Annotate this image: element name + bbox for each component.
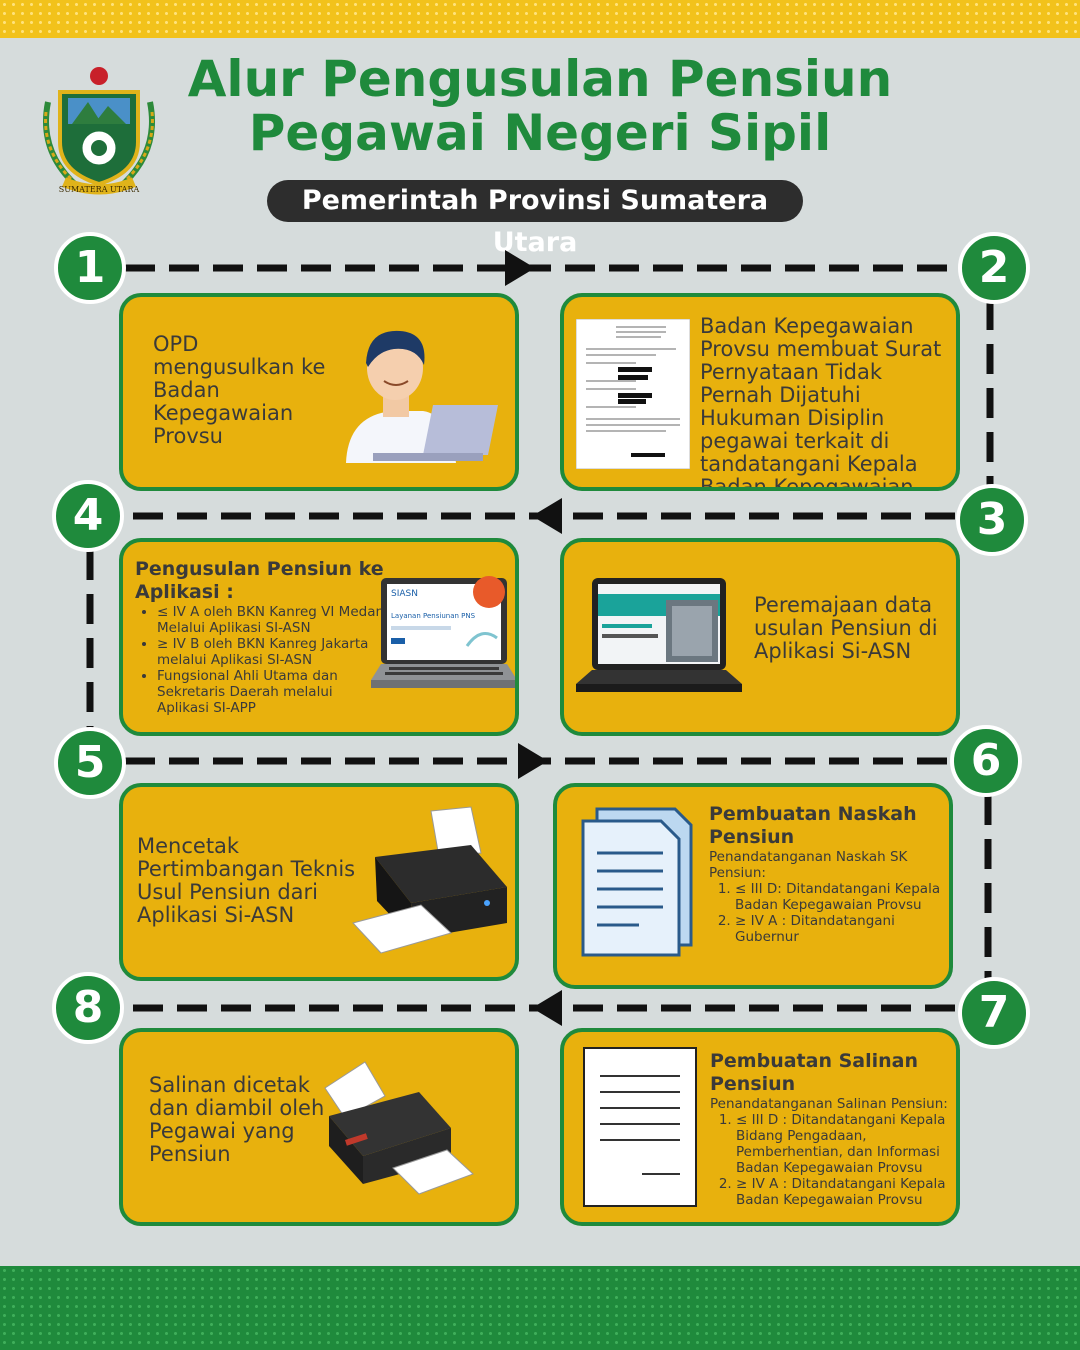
step-6-item-2: ≥ IV A : Ditandatangani Gubernur: [735, 913, 945, 945]
step-8-text: Salinan dicetak dan diambil oleh Pegawai…: [149, 1073, 325, 1166]
screen-title-text: Layanan Pensiunan PNS: [391, 612, 476, 620]
screen-logo-text: SIASN: [391, 589, 418, 599]
step-number-1: 1: [54, 232, 126, 304]
step-2-card: Badan Kepegawaian Provsu membuat Surat P…: [560, 293, 960, 491]
step-7-content: Pembuatan Salinan Pensiun Penandatangana…: [710, 1050, 956, 1208]
step-7-list: ≤ III D : Ditandatangani Kepala Bidang P…: [736, 1112, 956, 1208]
step-6-card: Pembuatan Naskah Pensiun Penandatanganan…: [553, 783, 953, 989]
printer-icon: [324, 1061, 474, 1195]
step-8-card: Salinan dicetak dan diambil oleh Pegawai…: [119, 1028, 519, 1226]
arrow-left-2: [532, 498, 562, 534]
arrow-right-1: [505, 250, 535, 286]
letter-document-icon: [576, 319, 690, 469]
logo-text: SUMATERA UTARA: [59, 185, 140, 194]
step-number-5: 5: [54, 727, 126, 799]
person-laptop-icon: [346, 330, 498, 463]
step-number-7: 7: [958, 977, 1030, 1049]
arrow-right-3: [518, 743, 548, 779]
step-7-heading: Pembuatan Salinan Pensiun: [710, 1050, 919, 1095]
step-3-text: Peremajaan data usulan Pensiun di Aplika…: [754, 593, 938, 663]
laptop-website-icon: [576, 578, 742, 692]
step-6-content: Pembuatan Naskah Pensiun Penandatanganan…: [709, 803, 945, 945]
step-7-item-2: ≥ IV A : Ditandatangani Kepala Badan Kep…: [736, 1176, 956, 1208]
step-6-list: ≤ III D: Ditandatangani Kepala Badan Kep…: [735, 881, 945, 945]
title-line-1: Alur Pengusulan Pensiun: [187, 50, 893, 108]
step-4-content: Pengusulan Pensiun ke Aplikasi : ≤ IV A …: [135, 558, 385, 716]
printer-icon: [352, 806, 507, 954]
bottom-decorative-band: [0, 1266, 1080, 1350]
sumatera-utara-emblem-logo: SUMATERA UTARA: [43, 67, 155, 195]
step-4-heading: Pengusulan Pensiun ke Aplikasi :: [135, 558, 384, 603]
step-7-intro: Penandatanganan Salinan Pensiun:: [710, 1096, 948, 1112]
step-4-bullet-2: ≥ IV B oleh BKN Kanreg Jakarta melalui A…: [157, 636, 385, 668]
step-4-bullet-1: ≤ IV A oleh BKN Kanreg VI Medan Melalui …: [157, 604, 385, 636]
paper-document-icon: [583, 1047, 697, 1207]
step-4-bullet-list: ≤ IV A oleh BKN Kanreg VI Medan Melalui …: [157, 604, 385, 716]
step-6-intro: Penandatanganan Naskah SK Pensiun:: [709, 849, 908, 881]
laptop-siasn-icon: SIASN Layanan Pensiunan PNS: [371, 576, 515, 688]
top-decorative-band: [0, 0, 1080, 38]
step-number-6: 6: [950, 725, 1022, 797]
step-7-card: Pembuatan Salinan Pensiun Penandatangana…: [560, 1028, 960, 1226]
step-4-bullet-3: Fungsional Ahli Utama dan Sekretaris Dae…: [157, 668, 385, 716]
page-title: Alur Pengusulan Pensiun Pegawai Negeri S…: [170, 52, 910, 160]
step-1-card: OPD mengusulkan ke Badan Kepegawaian Pro…: [119, 293, 519, 491]
title-line-2: Pegawai Negeri Sipil: [248, 104, 832, 162]
step-7-item-1: ≤ III D : Ditandatangani Kepala Bidang P…: [736, 1112, 956, 1176]
documents-icon: [581, 807, 693, 957]
step-6-item-1: ≤ III D: Ditandatangani Kepala Badan Kep…: [735, 881, 945, 913]
step-number-8: 8: [52, 972, 124, 1044]
step-number-2: 2: [958, 232, 1030, 304]
step-2-text: Badan Kepegawaian Provsu membuat Surat P…: [700, 314, 942, 491]
step-1-text: OPD mengusulkan ke Badan Kepegawaian Pro…: [153, 332, 326, 448]
step-6-heading: Pembuatan Naskah Pensiun: [709, 803, 917, 848]
step-3-card: Peremajaan data usulan Pensiun di Aplika…: [560, 538, 960, 736]
step-5-card: Mencetak Pertimbangan Teknis Usul Pensiu…: [119, 783, 519, 981]
arrow-left-4: [532, 990, 562, 1026]
step-number-4: 4: [52, 480, 124, 552]
step-number-3: 3: [956, 484, 1028, 556]
step-4-card: Pengusulan Pensiun ke Aplikasi : ≤ IV A …: [119, 538, 519, 736]
subtitle-pill: Pemerintah Provinsi Sumatera Utara: [267, 180, 803, 258]
step-5-text: Mencetak Pertimbangan Teknis Usul Pensiu…: [137, 834, 356, 927]
